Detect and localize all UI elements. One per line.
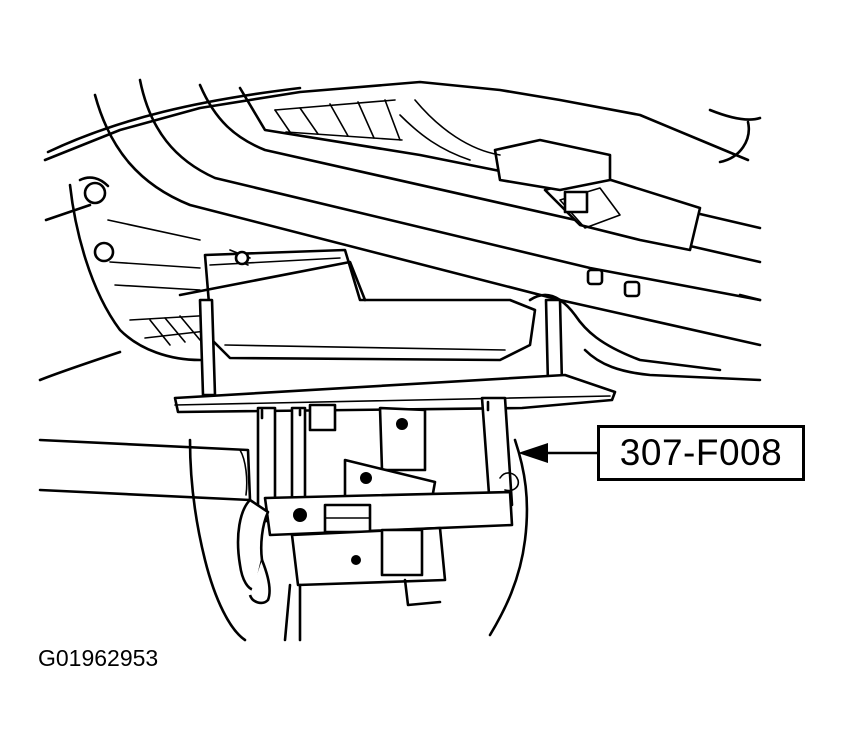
vehicle-underbody — [38, 80, 762, 382]
figure-id-label: G01962953 — [38, 645, 159, 671]
jack-adapter-plate — [173, 373, 617, 414]
callout-arrow — [518, 443, 599, 463]
lower-housing — [188, 293, 762, 642]
jack-handle — [236, 498, 271, 605]
support-beam — [38, 438, 252, 502]
bell-housing — [68, 176, 216, 362]
mount-bracket — [399, 99, 702, 252]
tool-callout-box: 307-F008 — [597, 425, 805, 481]
mounting-studs — [229, 249, 641, 298]
transmission-pan — [178, 248, 722, 372]
jack-frame — [256, 396, 520, 642]
tool-callout-label: 307-F008 — [619, 432, 783, 473]
